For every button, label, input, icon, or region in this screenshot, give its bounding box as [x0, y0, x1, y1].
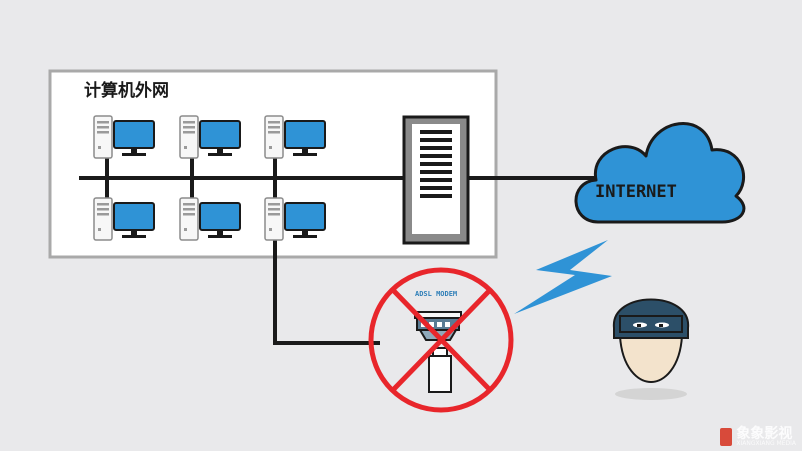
watermark: 象象影视 XIANGXIANG MEDIA — [720, 427, 796, 447]
modem-label: ADSL MODEM — [415, 290, 457, 298]
usb-stick-icon — [428, 347, 452, 393]
watermark-subtext: XIANGXIANG MEDIA — [736, 440, 796, 447]
modem-cable — [273, 235, 380, 345]
network-cables — [79, 157, 600, 345]
lan-title: 计算机外网 — [84, 80, 169, 101]
internet-label: INTERNET — [595, 182, 677, 202]
watermark-logo-icon — [720, 428, 733, 446]
server-icon — [402, 115, 470, 245]
watermark-text: 象象影视 — [736, 426, 793, 442]
prohibited-icon — [368, 267, 514, 413]
cloud-icon — [574, 122, 746, 224]
hacker-icon — [612, 298, 690, 400]
lightning-bolt-icon — [514, 240, 612, 314]
